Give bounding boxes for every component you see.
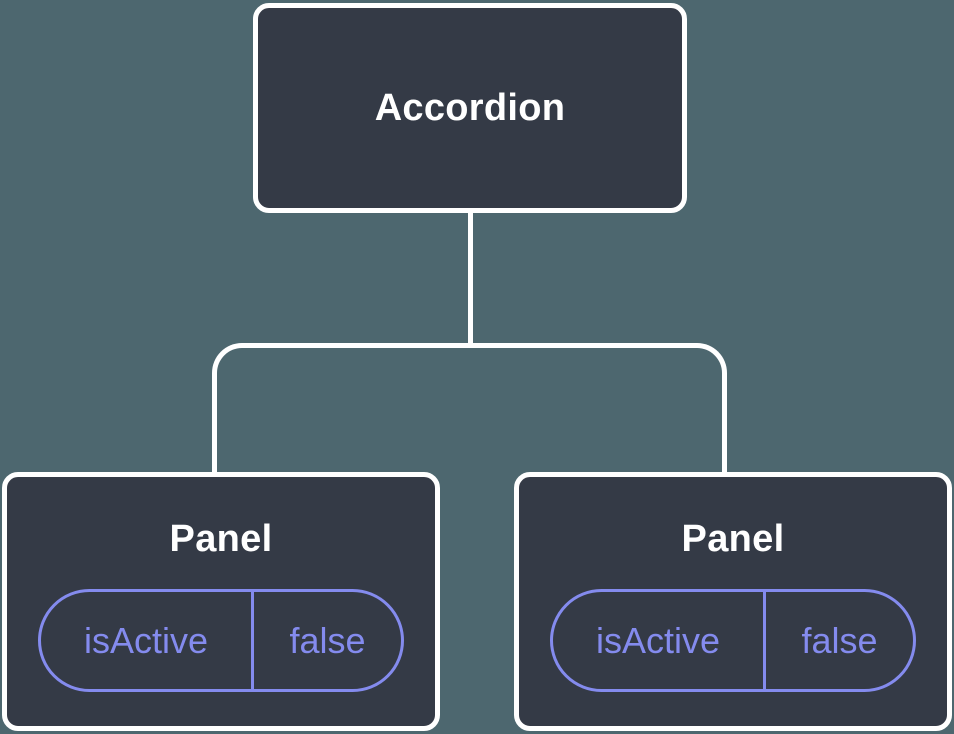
panel-label: Panel	[169, 518, 273, 560]
state-key: isActive	[41, 592, 254, 689]
state-value: false	[801, 619, 878, 661]
connector-stem	[468, 210, 473, 346]
panel-node-right: Panel isActive false	[514, 472, 952, 731]
connector-bracket	[212, 343, 727, 472]
panel-node-left: Panel isActive false	[2, 472, 440, 731]
state-pill: isActive false	[38, 589, 404, 692]
state-pill: isActive false	[550, 589, 916, 692]
accordion-label: Accordion	[374, 87, 566, 129]
state-key: isActive	[553, 592, 766, 689]
accordion-node: Accordion	[253, 3, 687, 213]
panel-label: Panel	[681, 518, 785, 560]
state-value: false	[289, 619, 366, 661]
